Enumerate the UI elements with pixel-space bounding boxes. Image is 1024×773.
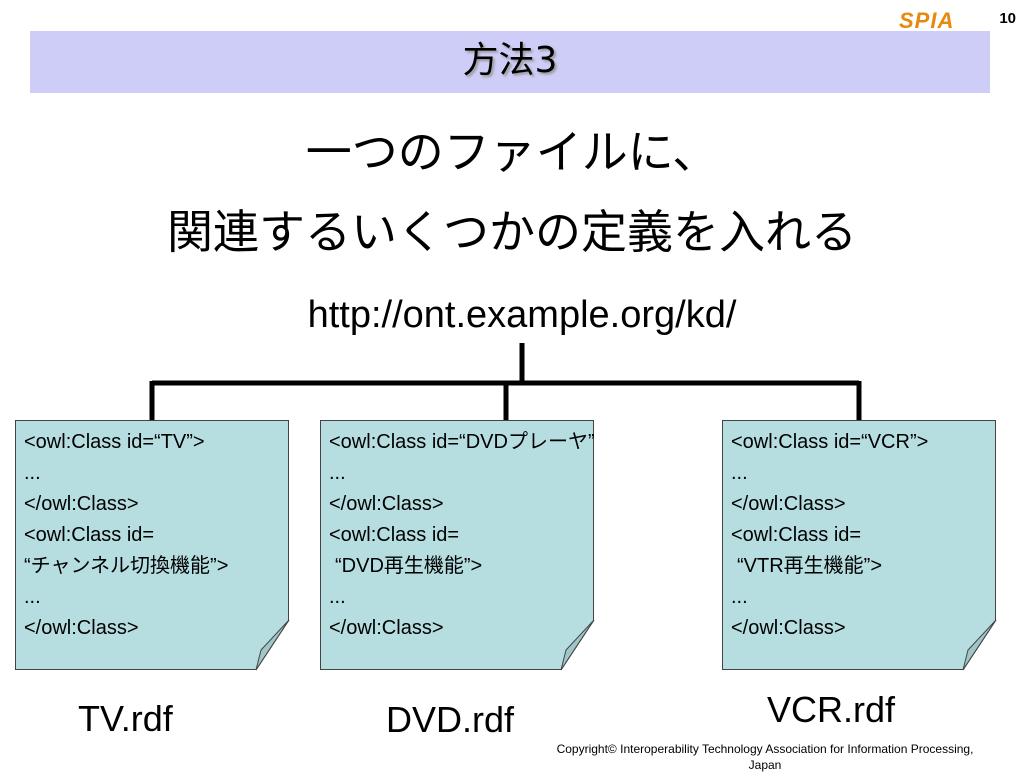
code-line: ... bbox=[329, 586, 346, 608]
code-line: </owl:Class> bbox=[731, 493, 846, 515]
filename-dvd: DVD.rdf bbox=[386, 699, 515, 740]
code-line: ... bbox=[329, 462, 346, 484]
rdf-file-card-tv: <owl:Class id=“TV”> ... </owl:Class> <ow… bbox=[15, 420, 289, 670]
code-line: ... bbox=[731, 462, 748, 484]
slide-title: 方法3 bbox=[462, 40, 558, 81]
code-line: ... bbox=[24, 586, 41, 608]
code-line: <owl:Class id= bbox=[24, 524, 155, 546]
heading-line-1: 一つのファイルに、 bbox=[305, 125, 719, 179]
code-line: </owl:Class> bbox=[24, 617, 139, 639]
copyright-notice: Copyright© Interoperability Technology A… bbox=[530, 741, 1000, 773]
spia-logo: SPIA bbox=[899, 8, 955, 33]
code-line: </owl:Class> bbox=[329, 493, 444, 515]
heading-line-2: 関連するいくつかの定義を入れる bbox=[167, 205, 857, 259]
code-line: “チャンネル切換機能”> bbox=[24, 555, 229, 577]
rdf-file-card-dvd: <owl:Class id=“DVDプレーヤ”> ... </owl:Class… bbox=[320, 420, 594, 670]
filename-tv: TV.rdf bbox=[78, 698, 173, 739]
copyright-line-2: Japan bbox=[748, 758, 782, 772]
filename-vcr: VCR.rdf bbox=[767, 689, 896, 730]
slide-number: 10 bbox=[999, 10, 1016, 27]
copyright-line-1: Copyright© Interoperability Technology A… bbox=[556, 742, 974, 756]
code-line: “VTR再生機能”> bbox=[737, 555, 882, 577]
code-line: </owl:Class> bbox=[329, 617, 444, 639]
code-line: <owl:Class id=“TV”> bbox=[24, 431, 205, 453]
code-line: <owl:Class id=“VCR”> bbox=[731, 431, 929, 453]
title-band bbox=[30, 31, 990, 93]
rdf-file-card-vcr: <owl:Class id=“VCR”> ... </owl:Class> <o… bbox=[722, 420, 996, 670]
code-line: </owl:Class> bbox=[24, 493, 139, 515]
code-line: <owl:Class id= bbox=[329, 524, 460, 546]
code-line: ... bbox=[24, 462, 41, 484]
base-uri: http://ont.example.org/kd/ bbox=[307, 294, 737, 336]
code-line: <owl:Class id= bbox=[731, 524, 862, 546]
code-line: <owl:Class id=“DVDプレーヤ”> bbox=[329, 431, 607, 453]
code-line: “DVD再生機能”> bbox=[335, 555, 483, 577]
code-line: </owl:Class> bbox=[731, 617, 846, 639]
code-line: ... bbox=[731, 586, 748, 608]
